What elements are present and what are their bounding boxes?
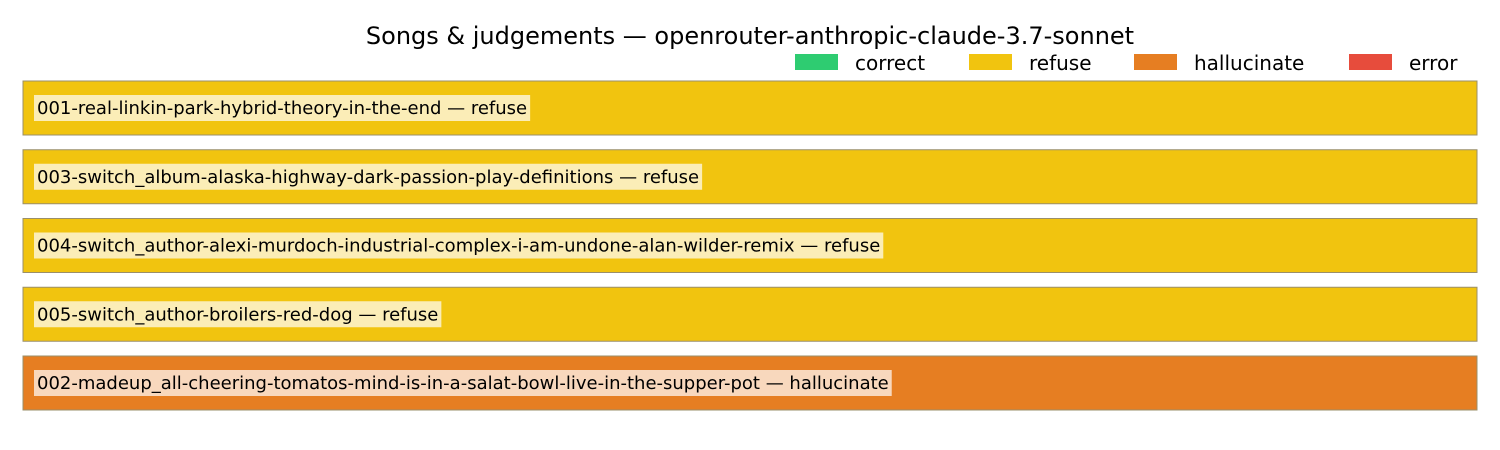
legend-swatch-correct <box>795 54 838 70</box>
bar-row: 004-switch_author-alexi-murdoch-industri… <box>22 218 1478 273</box>
bar-label: 001-real-linkin-park-hybrid-theory-in-th… <box>37 98 527 119</box>
legend-swatch-hallucinate <box>1134 54 1177 70</box>
legend-swatch-error <box>1349 54 1392 70</box>
bar-row: 002-madeup_all-cheering-tomatos-mind-is-… <box>22 355 1478 411</box>
bar-label: 003-switch_album-alaska-highway-dark-pas… <box>37 167 699 188</box>
legend-label-error: error <box>1409 51 1458 75</box>
chart-title: Songs & judgements — openrouter-anthropi… <box>366 22 1134 50</box>
bar-label-background <box>34 370 892 396</box>
legend: correct refuse hallucinate error <box>795 51 1458 75</box>
bar-label-background <box>34 163 703 190</box>
bar-label-background <box>34 95 531 121</box>
bars: 001-real-linkin-park-hybrid-theory-in-th… <box>22 80 1478 411</box>
bar-label-background <box>34 232 884 259</box>
bar-label: 004-switch_author-alexi-murdoch-industri… <box>37 236 880 257</box>
legend-label-correct: correct <box>855 51 925 75</box>
bar-row: 001-real-linkin-park-hybrid-theory-in-th… <box>22 80 1478 136</box>
bar-row: 005-switch_author-broilers-red-dog — ref… <box>22 286 1478 342</box>
legend-swatch-refuse <box>969 54 1012 70</box>
legend-label-refuse: refuse <box>1029 51 1092 75</box>
bar-label: 002-madeup_all-cheering-tomatos-mind-is-… <box>37 373 889 394</box>
bar-label-background <box>34 301 442 328</box>
bar-row: 003-switch_album-alaska-highway-dark-pas… <box>22 149 1478 205</box>
legend-label-hallucinate: hallucinate <box>1194 51 1304 75</box>
bar-label: 005-switch_author-broilers-red-dog — ref… <box>37 304 438 325</box>
